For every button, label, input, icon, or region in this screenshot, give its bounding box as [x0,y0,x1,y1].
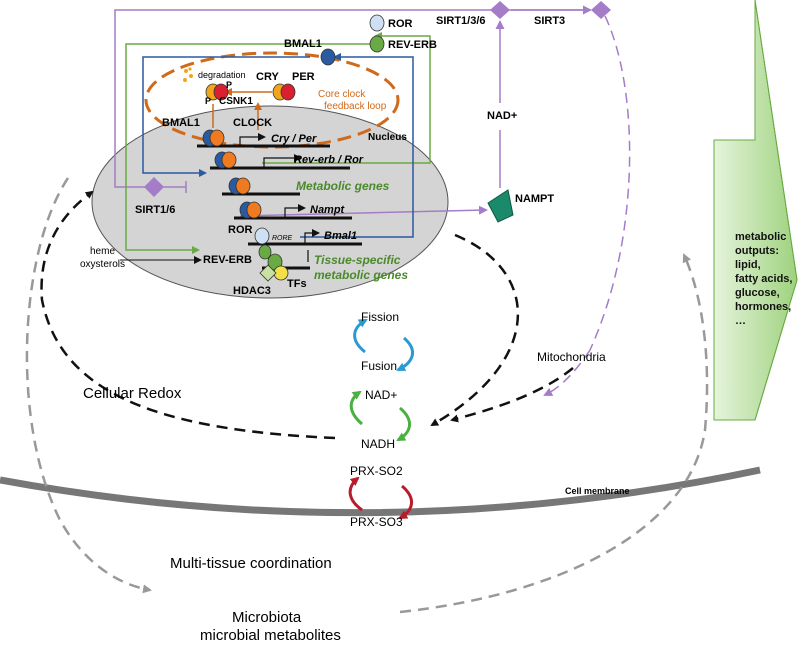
metabolic-outputs-line: lipid, [735,259,761,271]
core-loop-label-2: feedback loop [324,101,387,112]
prx-so2-label: PRX-SO2 [350,464,403,478]
per-label: PER [292,71,315,83]
nad-plus-top-label: NAD+ [487,110,517,122]
sirt-purple-lines [114,5,631,396]
core-clock-loop [144,51,400,149]
degradation-label: degradation [198,70,246,80]
rev-erb-green-lines [125,32,431,254]
p-label-2: P [205,96,211,106]
metabolic-outputs-line: hormones, [735,301,792,313]
redox-black-arrows [40,190,574,440]
fission-label: Fission [361,310,399,324]
multi-tissue-label: Multi-tissue coordination [170,555,332,572]
microbiota-label-1: Microbiota [232,609,302,626]
ror-lower-label: ROR [228,224,253,236]
gene-cry-per-label: Cry / Per [271,133,317,145]
microbiota-label-2: microbial metabolites [200,627,341,644]
sirt16-diamond [144,177,164,197]
rev-erb-lower-label: REV-ERB [203,254,252,266]
gray-dashed-arrows [25,177,709,614]
cry-label: CRY [256,71,279,83]
csnk1-label: CSNK1 [219,96,253,107]
hdac3-label: HDAC3 [233,285,271,297]
gene-reverb-ror-label: Rev-erb / Ror [294,154,364,166]
core-loop-label-1: Core clock [318,89,366,100]
sirt16-label: SIRT1/6 [135,204,175,216]
metabolic-outputs-line: outputs: [735,245,779,257]
gene-bmal1-label: Bmal1 [324,230,357,242]
ror-top-label: ROR [388,18,413,30]
p-label-1: P [226,80,232,90]
tissue-specific-label-1: Tissue-specific [314,253,401,267]
bmal1-clock-label-1: BMAL1 [162,117,200,129]
gene-metabolic-label: Metabolic genes [296,179,390,193]
sirt3-label: SIRT3 [534,15,565,27]
metabolic-outputs-text: metabolic outputs: lipid, fatty acids, g… [735,230,799,328]
nampt-label: NAMPT [515,193,554,205]
bmal1-blue-lines [142,53,414,238]
core-loop-orange-arrows [212,88,272,130]
nampt-icon [487,189,514,223]
fission-fusion-cycle [353,318,414,372]
tss-arrows [239,133,320,262]
sirt136-diamond [490,1,510,19]
degradation-dots [183,67,193,82]
proteins [202,14,385,282]
prx-so3-label: PRX-SO3 [350,515,403,529]
cellular-redox-label: Cellular Redox [83,385,182,402]
prx-cycle [348,476,413,520]
heme-label: heme [90,246,115,257]
metabolic-outputs-line: metabolic [735,231,787,243]
sirt136-label: SIRT1/3/6 [436,15,486,27]
cell-membrane-label: Cell membrane [565,486,630,496]
bmal1-clock-label-2: CLOCK [233,117,272,129]
nad-plus-label: NAD+ [365,388,397,402]
tissue-specific-label-2: metabolic genes [314,268,408,282]
metabolic-outputs-line: glucose, [735,287,780,299]
rev-erb-top-label: REV-ERB [388,39,437,51]
metabolic-outputs-line: fatty acids, [735,273,793,285]
bmal1-top-label: BMAL1 [284,38,322,50]
nad-cycle [349,390,411,442]
metabolic-outputs-arrow [713,0,798,421]
sirt3-diamond [591,1,611,19]
rore-label: RORE [272,235,293,242]
nadh-label: NADH [361,437,395,451]
fusion-label: Fusion [361,359,397,373]
metabolic-outputs-line: … [735,315,746,327]
gene-nampt-label: Nampt [310,204,346,216]
tfs-label: TFs [287,278,307,290]
mitochondria-label: Mitochondria [537,350,606,364]
nucleus-label: Nucleus [368,132,407,143]
oxysterols-label: oxysterols [80,259,125,270]
cell-membrane [0,466,761,517]
